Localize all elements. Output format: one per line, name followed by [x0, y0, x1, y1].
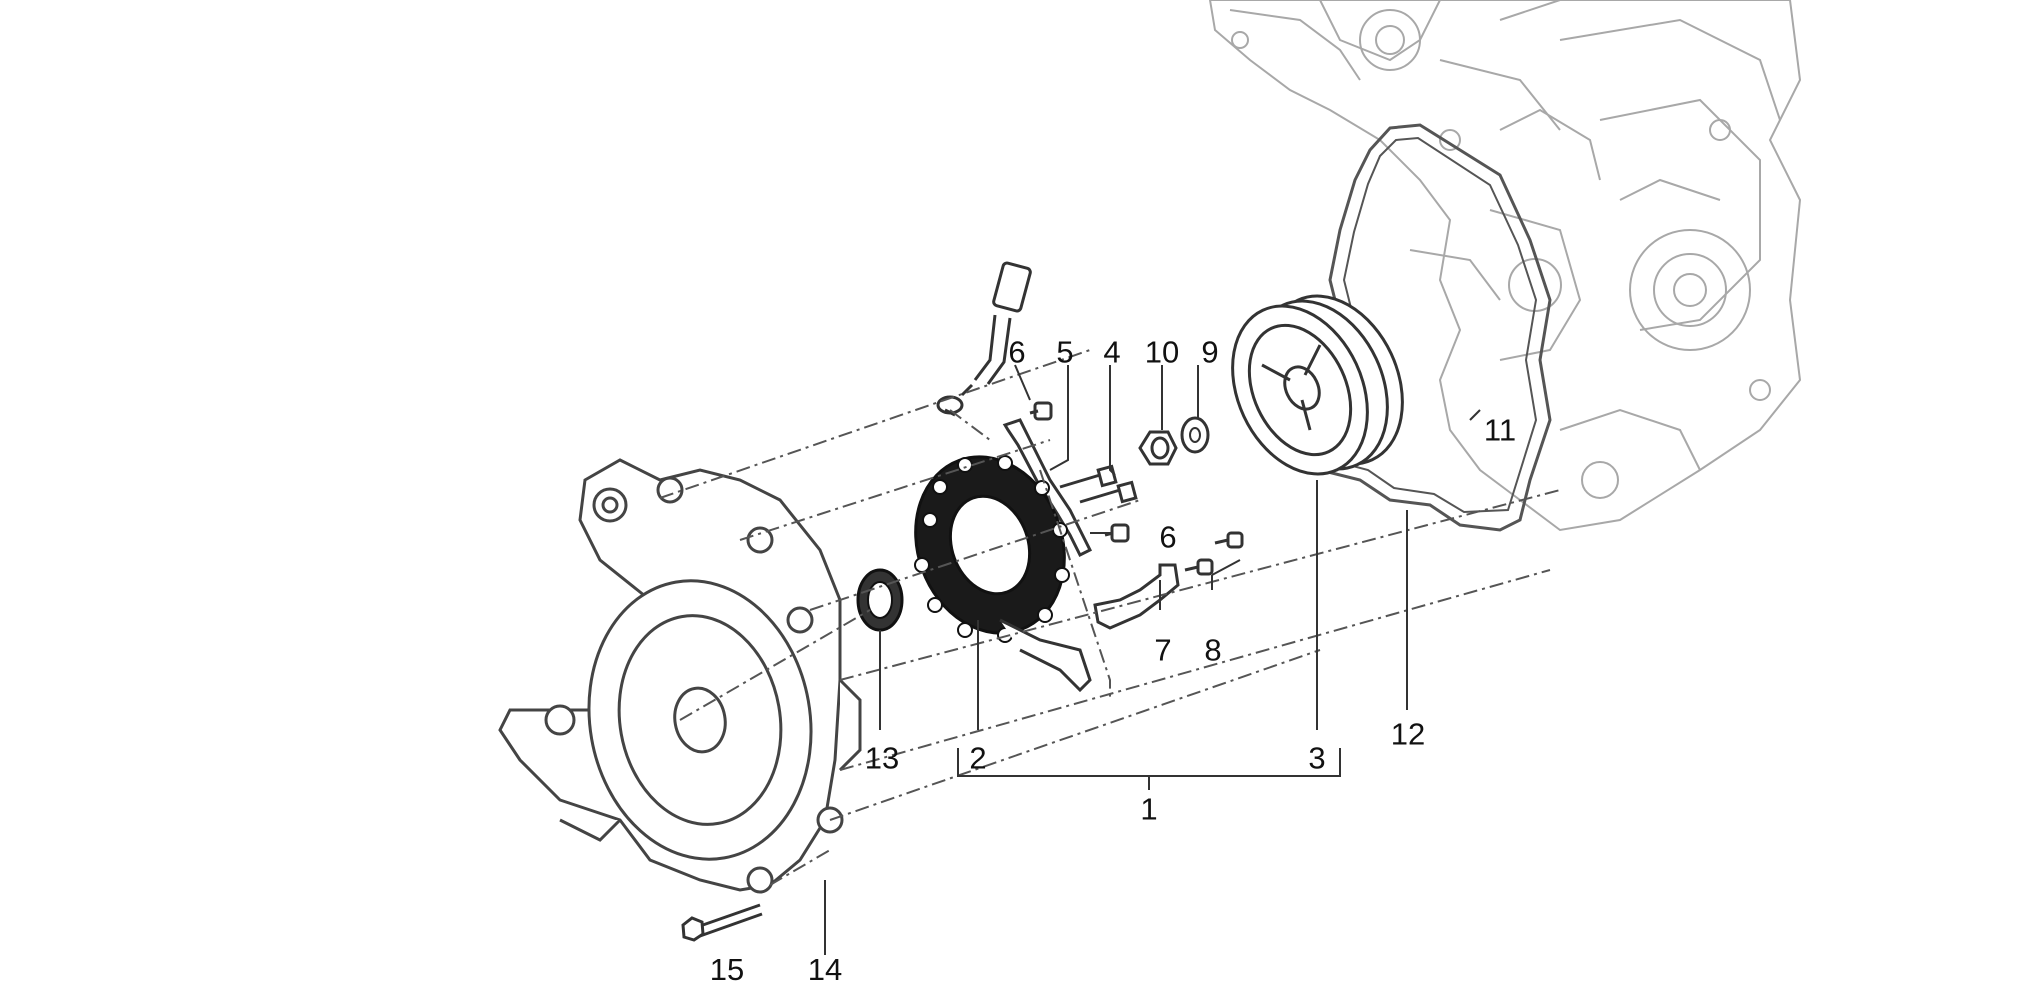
callout-3: 3	[1308, 740, 1326, 776]
crankcase-housing	[1208, 0, 1802, 532]
callout-1: 1	[1140, 791, 1158, 827]
screw-6-top	[1029, 401, 1053, 421]
callout-13: 13	[864, 740, 900, 776]
bolt-15	[681, 903, 763, 942]
oil-seal-13	[856, 568, 904, 632]
callout-9: 9	[1201, 334, 1219, 370]
callout-8: 8	[1204, 632, 1222, 668]
magneto-cover-14	[498, 458, 862, 894]
callout-7: 7	[1154, 632, 1172, 668]
leader-lines	[824, 364, 1481, 955]
callout-6-middle: 6	[1159, 519, 1177, 555]
callout-15: 15	[709, 952, 745, 987]
callout-12: 12	[1390, 716, 1426, 752]
callout-5: 5	[1056, 334, 1074, 370]
nut-10	[1138, 430, 1178, 466]
stator-wire-connector	[936, 261, 1032, 417]
gasket-12	[1288, 123, 1552, 532]
callout-11: 11	[1483, 412, 1517, 448]
flywheel-rotor-3	[1231, 294, 1404, 476]
pickup-7	[1093, 563, 1180, 630]
callout-14: 14	[807, 952, 843, 987]
callout-10: 10	[1144, 334, 1180, 370]
callout-6-top: 6	[1008, 334, 1026, 370]
callout-2: 2	[969, 740, 987, 776]
stator-2	[914, 455, 1092, 693]
screws-8	[1184, 531, 1244, 576]
callout-4: 4	[1103, 334, 1121, 370]
